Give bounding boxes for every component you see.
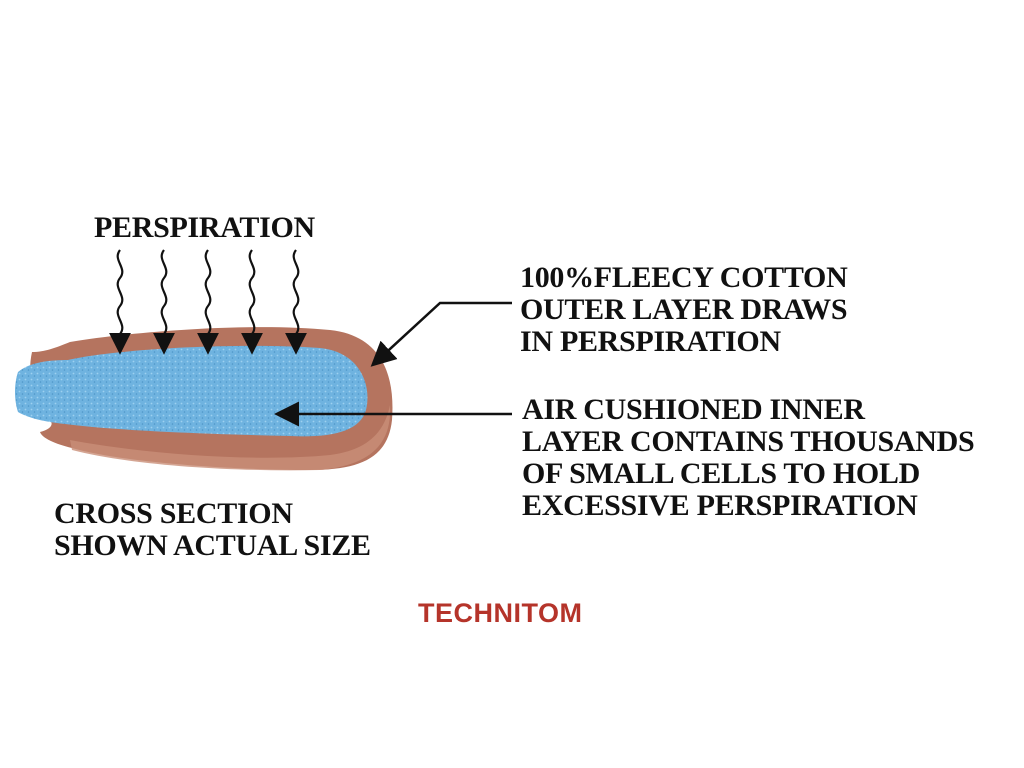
technitom-logo: TECHNITOM [418, 598, 583, 628]
perspiration-arrows [109, 249, 307, 355]
outer-layer-leader [370, 301, 512, 367]
perspiration-arrow [241, 249, 263, 355]
leader-lines [274, 301, 512, 427]
cross-section-label-line: CROSS SECTION [54, 497, 293, 530]
inner-layer-label-line: LAYER CONTAINS THOUSANDS [522, 425, 975, 458]
inner-layer-label-line: AIR CUSHIONED INNER [522, 393, 865, 426]
perspiration-arrow [109, 249, 131, 355]
perspiration-arrow [153, 249, 175, 355]
outer-layer-shadow [70, 405, 391, 471]
perspiration-label: PERSPIRATION [94, 211, 315, 244]
cross-section-label-line: SHOWN ACTUAL SIZE [54, 529, 371, 562]
outer-layer-label-line: OUTER LAYER DRAWS [520, 293, 848, 326]
outer-layer-label-line: 100%FLEECY COTTON [520, 261, 848, 294]
cross-section-label: CROSS SECTION SHOWN ACTUAL SIZE [54, 498, 371, 562]
inner-layer-label: AIR CUSHIONED INNER LAYER CONTAINS THOUS… [522, 393, 975, 522]
outer-layer-label: 100%FLEECY COTTON OUTER LAYER DRAWS IN P… [520, 261, 848, 358]
perspiration-arrow [197, 249, 219, 355]
perspiration-arrow [285, 249, 307, 355]
inner-layer-label-line: OF SMALL CELLS TO HOLD [522, 457, 920, 490]
outer-layer-label-line: IN PERSPIRATION [520, 325, 781, 358]
inner-layer-label-line: EXCESSIVE PERSPIRATION [522, 489, 918, 522]
